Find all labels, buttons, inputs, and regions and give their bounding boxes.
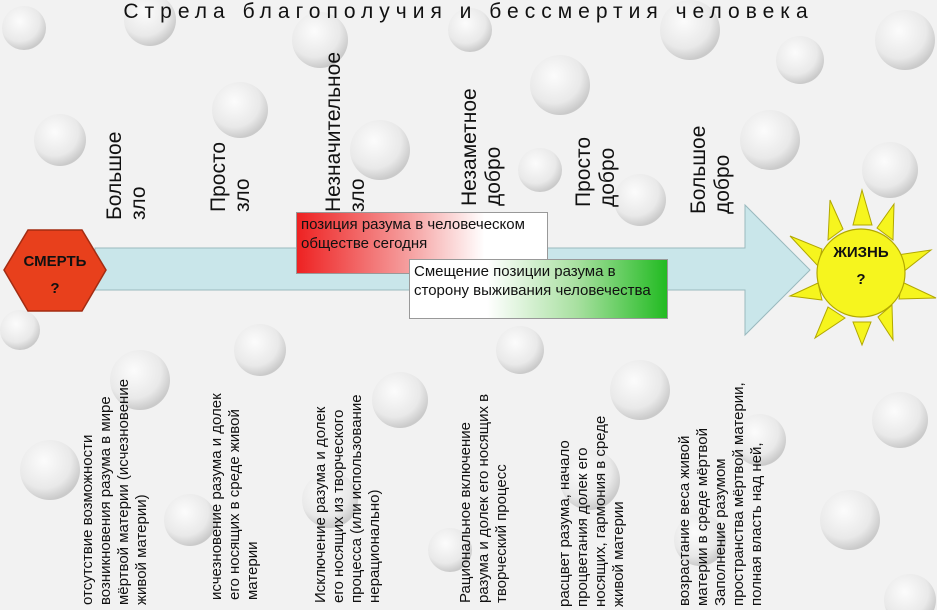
description-big-evil: отсутствие возможности возникновения раз… (79, 379, 151, 605)
description-minor-evil: Исключение разума и долек его носящих из… (312, 394, 384, 603)
scale-line-2: зло (346, 178, 369, 212)
scale-line-2: добро (711, 154, 734, 214)
scale-line-1: Большое (103, 131, 126, 220)
sun-ray (813, 306, 846, 340)
background-bubble (820, 490, 880, 550)
background-bubble (212, 82, 268, 138)
scale-line-1: Незначительное (322, 51, 345, 212)
scale-line-2: зло (231, 178, 254, 212)
description-line: Заполнение разумом (712, 458, 729, 606)
scale-line-2: добро (482, 146, 505, 206)
scale-label-big-good: Большое добро (687, 126, 735, 214)
description-line: процветания долек его (574, 447, 591, 607)
background-bubble (350, 120, 410, 180)
description-line: мёртвой материи (исчезновение (115, 378, 132, 605)
description-line: материи в среде мёртвой (694, 428, 711, 606)
death-mark: ? (50, 280, 60, 297)
diagram-title: Стрела благополучия и бессмертия человек… (123, 0, 814, 23)
description-line: процесса (или использование (348, 394, 365, 603)
background-bubble (34, 114, 86, 166)
description-line: возрастание веса живой (676, 435, 693, 606)
background-bubble (674, 514, 726, 566)
background-bubble (530, 55, 590, 115)
description-good: расцвет разума, начало процветания долек… (556, 416, 628, 607)
scale-label-subtle-good: Незаметное добро (458, 88, 506, 206)
scale-line-1: Просто (572, 136, 595, 207)
scale-label-big-evil: Большое зло (103, 132, 151, 220)
description-line: живой материи (610, 501, 627, 607)
background-bubble (292, 12, 348, 68)
description-big-good: возрастание веса живой материи в среде м… (676, 382, 766, 606)
background-bubble (0, 310, 40, 350)
description-line: его носящих в среде живой (226, 409, 243, 600)
description-line: его носящих из творческого (330, 409, 347, 603)
background-bubble (875, 10, 935, 70)
life-label-text: ЖИЗНЬ (833, 244, 889, 261)
background-bubble (20, 440, 80, 500)
background-bubble (448, 8, 492, 52)
sun-disc (816, 228, 906, 318)
background-bubble (872, 392, 928, 448)
background-bubble (372, 372, 428, 428)
background-bubble (428, 528, 472, 572)
life-mark: ? (856, 271, 866, 288)
background-bubble (124, 0, 176, 46)
sun (788, 188, 937, 347)
description-line: живой материи) (133, 494, 150, 605)
scale-line-2: зло (127, 186, 150, 220)
death-hexagon (3, 229, 107, 312)
scale-label-minor-evil: Незначительное зло (322, 52, 370, 212)
description-line: материи (244, 541, 261, 600)
background-bubble (560, 450, 620, 510)
background-bubble (862, 142, 918, 198)
sun-ray (876, 202, 895, 241)
description-line: творческий процесс (493, 464, 510, 603)
scale-label-good: Просто добро (572, 137, 620, 207)
scale-line-1: Просто (207, 141, 230, 212)
background-bubble (734, 414, 786, 466)
description-line: отсутствие возможности (79, 434, 96, 605)
death-label: СМЕРТЬ ? (10, 253, 100, 297)
description-line: разума и долек его носящих в (475, 393, 492, 603)
description-line: Рациональное включение (457, 421, 474, 603)
background-bubble (518, 148, 562, 192)
description-line: исчезновение разума и долек (208, 393, 225, 600)
background-bubble (884, 574, 936, 610)
description-line: пространства мёртвой материи, (730, 382, 747, 606)
sun-ray (877, 303, 894, 342)
shift-position-box: Смещение позиции разума в сторону выжива… (409, 259, 668, 319)
background-bubble (660, 0, 720, 60)
description-evil: исчезновение разума и долек его носящих … (208, 393, 262, 600)
scale-line-1: Большое (687, 125, 710, 214)
sun-ray (852, 188, 873, 226)
life-label: ЖИЗНЬ ? (811, 244, 911, 288)
background-bubble (2, 6, 46, 50)
description-line: расцвет разума, начало (556, 440, 573, 607)
scale-line-1: Незаметное (458, 88, 481, 206)
background-bubble (302, 472, 358, 528)
death-label-text: СМЕРТЬ (23, 253, 87, 270)
description-line: полная власть над ней, (748, 442, 765, 606)
background-bubble (610, 360, 670, 420)
scale-line-2: добро (596, 147, 619, 207)
description-subtle-good: Рациональное включение разума и долек ег… (457, 394, 511, 603)
scale-label-evil: Просто зло (207, 142, 255, 212)
background-bubble (234, 324, 286, 376)
description-line: Исключение разума и долек (312, 406, 329, 603)
background-bubble (614, 174, 666, 226)
background-bubble (776, 36, 824, 84)
description-line: носящих, гармония в среде (592, 415, 609, 607)
background-bubble (740, 110, 800, 170)
sun-ray (788, 282, 823, 301)
description-line: нерационально) (366, 489, 383, 603)
background-bubble (110, 350, 170, 410)
background-bubble (164, 494, 216, 546)
sun-ray (827, 199, 844, 242)
description-line: возникновения разума в мире (97, 396, 114, 605)
sun-ray (852, 321, 872, 347)
background-bubble (496, 326, 544, 374)
